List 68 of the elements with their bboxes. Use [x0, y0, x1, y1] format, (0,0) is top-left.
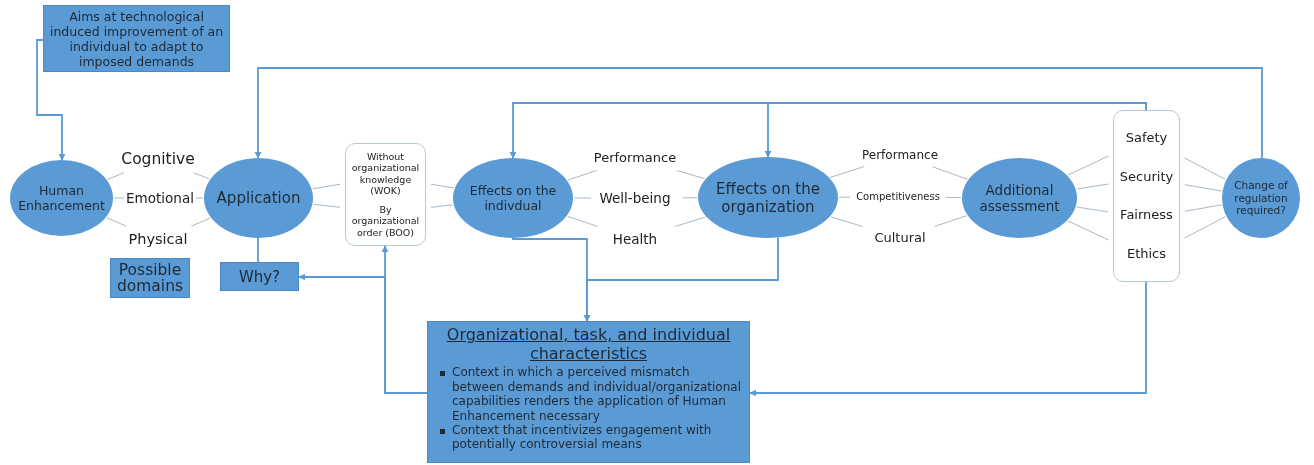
arrow: [254, 67, 1263, 159]
connector-line: [682, 197, 698, 199]
arrow: [764, 102, 1147, 158]
context-box: [427, 321, 750, 463]
connector-line: [567, 170, 598, 181]
effect-label: Performance: [850, 145, 950, 165]
connector-line: [830, 216, 864, 228]
bullet-text: Context that incentivizes engagement with potentially controversial means: [452, 422, 713, 452]
connector-line: [838, 196, 851, 198]
domain-label: Emotional: [125, 186, 195, 210]
node-label: Fairness: [1120, 207, 1173, 224]
connector-line: [430, 204, 454, 208]
criteria-box: [1113, 110, 1180, 282]
connector-line: [676, 169, 706, 180]
arrow: [749, 281, 1147, 397]
connector-line: [1067, 155, 1109, 176]
connector-line: [573, 197, 592, 199]
box-heading: Organizational, task, and individual characteristics: [445, 325, 732, 364]
connector-line: [1067, 220, 1109, 241]
connector-line: [312, 203, 341, 208]
connector-line: [430, 183, 455, 189]
connector-line: [312, 183, 341, 190]
connector-line: [932, 166, 968, 180]
node-label: By organizational order (BOO): [350, 204, 421, 239]
connector-line: [257, 237, 259, 263]
arrow: [298, 273, 428, 394]
effect-label: Competitiveness: [851, 187, 945, 207]
node-label: Additional assessment: [978, 181, 1061, 215]
option-box: [345, 143, 426, 246]
bullet-text: Context in which a perceived mismatch between demands and individual/organizational capabilities renders the application of Human Enhancement necessary: [452, 365, 741, 423]
connector-line: [195, 197, 204, 199]
connector-line: [106, 217, 127, 227]
connector-line: [113, 197, 125, 199]
connector-line: [1076, 206, 1109, 213]
arrow: [36, 39, 66, 161]
connector-line: [674, 216, 706, 227]
connector-line: [1076, 183, 1109, 190]
connector-line: [1184, 184, 1223, 192]
node-label: Ethics: [1126, 245, 1167, 262]
connector-line: [1184, 204, 1223, 212]
connector-line: [107, 172, 125, 180]
node-label: Possible domains: [115, 261, 185, 295]
domain-label: Cognitive: [116, 147, 200, 171]
effect-label: Well-being: [592, 187, 678, 209]
node-label: Change of regulation required?: [1233, 179, 1289, 217]
question-box: [220, 262, 299, 291]
node-label: Effects on the indivdual: [468, 183, 558, 213]
arrow: [583, 236, 779, 322]
effect-label: Performance: [588, 147, 682, 169]
effect-label: Health: [592, 228, 678, 250]
node-label: Application: [216, 189, 301, 207]
node-label: Human Enhancement: [17, 183, 106, 213]
connector-line: [934, 215, 968, 227]
domain-label: Physical: [116, 228, 200, 252]
connector-line: [193, 172, 210, 180]
node-label: Safety: [1125, 130, 1168, 147]
connector-line: [1183, 157, 1226, 180]
node-label: Security: [1119, 168, 1174, 185]
connector-line: [567, 215, 599, 227]
connector-line: [829, 166, 865, 178]
node-label: Aims at technological induced improvement of an individual to adapt to imposed demands: [48, 8, 225, 69]
connector-line: [945, 196, 962, 198]
node-label: Without organizational knowledge (WOK): [350, 150, 421, 197]
node-label: Why?: [238, 267, 281, 286]
effect-label: Cultural: [850, 228, 950, 248]
connector-line: [1183, 216, 1226, 239]
node-label: Effects on the organization: [715, 179, 821, 216]
connector-line: [190, 217, 211, 227]
